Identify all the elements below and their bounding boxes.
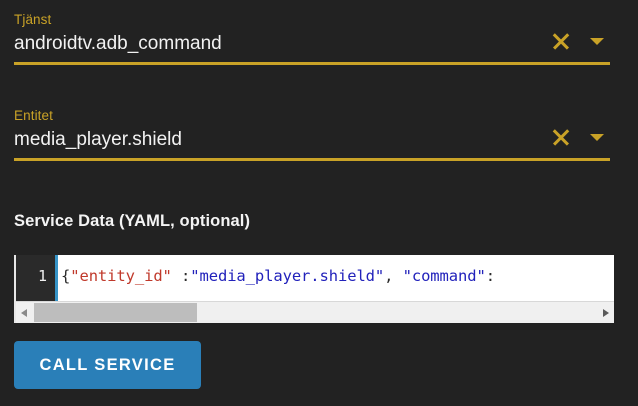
entity-field-value[interactable]: media_player.shield — [14, 129, 182, 150]
code-token-punct: : — [485, 267, 495, 285]
entity-field-label: Entitet — [14, 108, 53, 123]
service-field-icons — [550, 30, 608, 52]
close-icon[interactable] — [550, 126, 572, 148]
arrow-left-icon[interactable] — [16, 302, 34, 323]
code-token-punct: { — [61, 267, 71, 285]
editor-body: 1 {"entity_id" :"media_player.shield", "… — [16, 255, 614, 301]
call-service-button[interactable]: CALL SERVICE — [14, 341, 201, 389]
chevron-down-icon[interactable] — [590, 37, 604, 45]
code-line-1[interactable]: {"entity_id" :"media_player.shield", "co… — [61, 266, 495, 286]
code-token-string: "media_player.shield" — [190, 267, 385, 285]
entity-field: Entitet media_player.shield — [14, 108, 610, 161]
code-area[interactable]: {"entity_id" :"media_player.shield", "co… — [58, 255, 614, 301]
entity-field-icons — [550, 126, 608, 148]
chevron-down-icon[interactable] — [590, 133, 604, 141]
service-data-title: Service Data (YAML, optional) — [14, 212, 251, 230]
scrollbar-thumb[interactable] — [34, 303, 197, 322]
line-number-gutter: 1 — [16, 255, 58, 301]
code-token-string: "command" — [402, 267, 486, 285]
arrow-right-icon[interactable] — [596, 302, 614, 323]
code-token-key: "entity_id" — [70, 267, 172, 285]
close-icon[interactable] — [550, 30, 572, 52]
code-token-punct: , — [384, 267, 403, 285]
code-token-punct: : — [171, 267, 191, 285]
service-field-value[interactable]: androidtv.adb_command — [14, 33, 222, 54]
service-field-row[interactable]: androidtv.adb_command — [14, 28, 610, 65]
service-data-editor[interactable]: 1 {"entity_id" :"media_player.shield", "… — [14, 255, 614, 323]
entity-field-row[interactable]: media_player.shield — [14, 124, 610, 161]
service-field: Tjänst androidtv.adb_command — [14, 12, 610, 65]
editor-horizontal-scrollbar[interactable] — [16, 301, 614, 323]
service-field-label: Tjänst — [14, 12, 52, 27]
scrollbar-track[interactable] — [34, 302, 596, 323]
